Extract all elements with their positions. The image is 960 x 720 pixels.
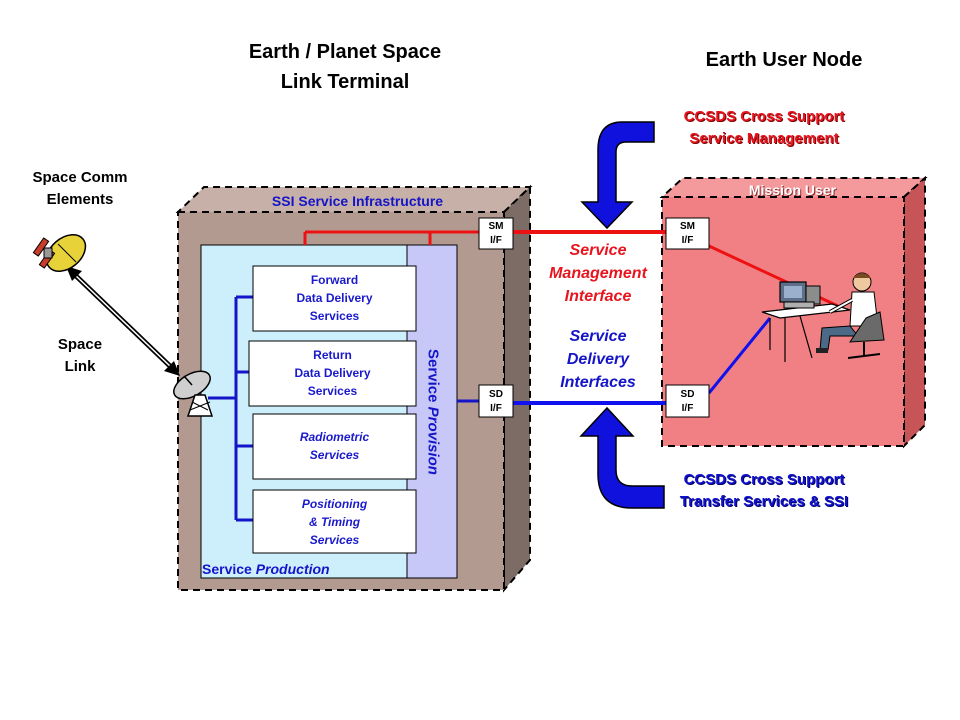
sd-if-right-box: [665, 384, 710, 418]
sm-if-right-box: [665, 217, 710, 250]
forward-service-box: [252, 265, 417, 332]
operator-workstation-icon: [761, 272, 885, 362]
transfer-label: CCSDS Cross Support Transfer Services & …: [630, 469, 898, 513]
mission-user-label: Mission User: [748, 182, 837, 198]
sm-right-line2: I/F: [681, 235, 694, 246]
radiometric-service-label: Radiometric Services: [253, 428, 416, 464]
return-service-label: Return Data Delivery Services: [249, 346, 416, 400]
production-service-word: Service: [202, 561, 252, 577]
provision-word: Provision: [424, 406, 442, 475]
mission-box-side: [903, 175, 926, 449]
delivery-line-to-user: [707, 317, 772, 394]
space-link-label: Space Link: [40, 334, 120, 378]
sm-if-left-box: [478, 217, 514, 250]
positioning-line2: & Timing: [308, 515, 361, 529]
smi-line1: Service: [569, 242, 627, 259]
mgmt-label-line1: CCSDS Cross Support: [683, 108, 845, 125]
radiometric-service-box: [252, 413, 417, 480]
sm-if-right-label: SM I/F: [666, 220, 709, 248]
sd-right-line1: SD: [680, 389, 695, 400]
positioning-service-label: Positioning & Timing Services: [253, 495, 416, 549]
satellite-icon: [32, 234, 87, 272]
mgmt-label: CCSDS Cross Support Service Management: [630, 106, 898, 150]
sm-left-line2: I/F: [490, 235, 502, 246]
sdi-line2: Delivery: [566, 351, 630, 368]
terminal-title-line1: Earth / Planet Space: [248, 41, 442, 63]
space-comm-line2: Elements: [46, 191, 114, 208]
terminal-title-line2: Link Terminal: [280, 71, 410, 93]
ssi-infrastructure-label: SSI Service Infrastructure: [271, 193, 444, 209]
forward-line2: Data Delivery: [296, 291, 373, 305]
provision-service-word: Service: [424, 349, 442, 403]
service-delivery-interfaces-label: Service Delivery Interfaces: [528, 325, 668, 394]
sdi-line3: Interfaces: [560, 374, 636, 391]
return-line3: Services: [307, 384, 358, 398]
services-bracket: [208, 295, 255, 522]
space-link-arrow: [66, 266, 180, 376]
radiometric-line1: Radiometric: [299, 430, 370, 444]
forward-line3: Services: [309, 309, 360, 323]
ssi-box-side: [503, 184, 531, 593]
forward-service-label: Forward Data Delivery Services: [253, 271, 416, 325]
space-comm-line1: Space Comm: [32, 169, 128, 186]
management-connector-left: [303, 230, 479, 245]
space-link-line1: Space: [57, 336, 103, 353]
ground-antenna-icon: [173, 370, 214, 417]
forward-line1: Forward: [310, 273, 359, 287]
sm-right-line1: SM: [680, 221, 695, 232]
management-curved-arrow: [580, 121, 655, 230]
smi-line2: Management: [549, 265, 647, 282]
sd-right-line2: I/F: [681, 403, 694, 414]
user-node-title: Earth User Node: [705, 49, 863, 71]
transfer-curved-arrow: [579, 406, 665, 509]
mgmt-label-line2: Service Management: [689, 130, 839, 147]
radiometric-line2: Services: [309, 448, 360, 462]
service-management-interface-label: Service Management Interface: [528, 239, 668, 308]
transfer-label-line1: CCSDS Cross Support: [683, 471, 845, 488]
sd-left-line1: SD: [489, 389, 503, 400]
sdi-line1: Service: [569, 328, 627, 345]
space-link-line2: Link: [64, 358, 96, 375]
space-comm-label: Space Comm Elements: [20, 167, 140, 211]
positioning-service-box: [252, 489, 417, 554]
sd-if-left-box: [478, 384, 514, 418]
sd-if-left-label: SD I/F: [479, 388, 513, 416]
transfer-label-line2: Transfer Services & SSI: [679, 493, 849, 510]
sm-left-line1: SM: [488, 221, 504, 232]
production-word: Production: [255, 561, 330, 577]
return-line1: Return: [313, 348, 352, 362]
return-line2: Data Delivery: [294, 366, 371, 380]
service-production-label: Service Production: [202, 560, 402, 578]
terminal-title: Earth / Planet Space Link Terminal: [205, 37, 485, 97]
sm-if-left-label: SM I/F: [479, 220, 513, 248]
smi-line3: Interface: [564, 288, 632, 305]
positioning-line3: Services: [309, 533, 360, 547]
service-provision-label: Service Provision: [425, 349, 442, 475]
return-service-box: [248, 340, 417, 407]
sd-left-line2: I/F: [490, 403, 502, 414]
sd-if-right-label: SD I/F: [666, 388, 709, 416]
positioning-line1: Positioning: [301, 497, 368, 511]
